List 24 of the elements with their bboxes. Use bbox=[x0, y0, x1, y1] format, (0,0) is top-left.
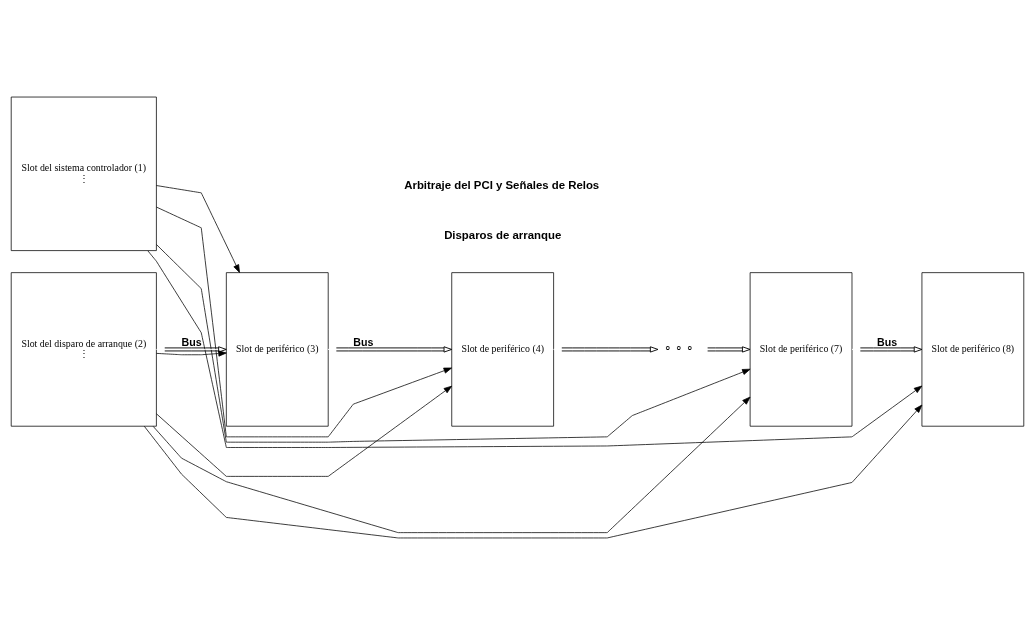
node-box: Slot de periférico (8) bbox=[921, 271, 1025, 427]
arrow bbox=[156, 243, 751, 443]
node-box: Slot del disparo de arranque (2) ⋮ bbox=[10, 271, 157, 427]
arrow bbox=[143, 404, 923, 538]
arrow bbox=[156, 385, 453, 477]
node-box: Slot de periférico (7) bbox=[749, 271, 853, 427]
edge-label: Bus bbox=[181, 335, 202, 348]
node-box: Slot de periférico (4) bbox=[451, 271, 554, 427]
arrow bbox=[156, 350, 227, 357]
edge-label: Bus bbox=[877, 335, 898, 348]
arrow bbox=[152, 396, 751, 533]
arrow bbox=[156, 184, 240, 273]
node-text: ∘ ∘ ∘ bbox=[663, 340, 694, 355]
arrow bbox=[156, 206, 452, 437]
label: Arbitraje del PCI y Señales de Relos bbox=[404, 178, 600, 191]
edge-label: Bus bbox=[353, 335, 374, 348]
label: Disparos de arranque bbox=[444, 228, 562, 241]
arrow bbox=[156, 345, 227, 353]
arrow bbox=[327, 345, 453, 353]
node-box: Slot del sistema controlador (1) ⋮ bbox=[10, 96, 157, 251]
arrow bbox=[553, 345, 659, 353]
arrow bbox=[147, 250, 923, 448]
node-box: Slot de periférico (3) bbox=[225, 271, 329, 427]
arrow bbox=[851, 345, 923, 353]
